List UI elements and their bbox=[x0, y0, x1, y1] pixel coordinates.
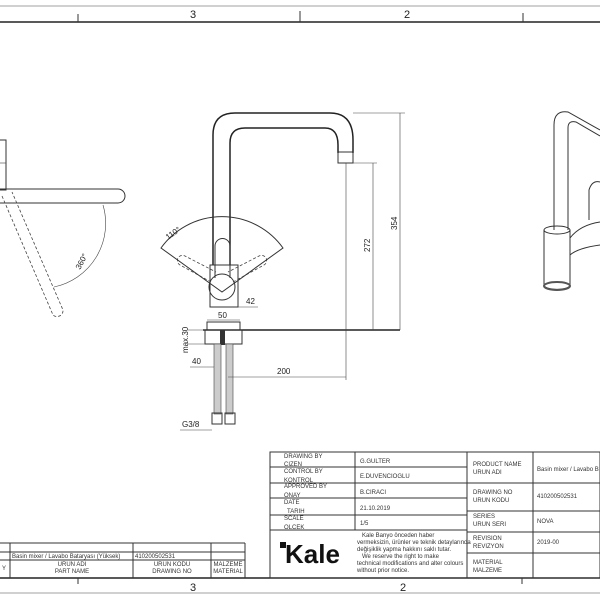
zone-label-bottom: 2 bbox=[400, 582, 406, 594]
svg-text:vermeksizin, ürünler ve teknik: vermeksizin, ürünler ve teknik detayları… bbox=[357, 540, 471, 546]
kale-logo: Kale bbox=[285, 539, 340, 569]
drawing-frame: 3 2 3 2 bbox=[0, 5, 600, 594]
part-name-value: Basin mixer / Lavabo Bataryası (Yüksek) bbox=[12, 554, 120, 560]
control-by-value: E.DUVENCIOGLU bbox=[360, 474, 410, 480]
drawing-by-value: G.GULTER bbox=[360, 459, 391, 465]
title-block: DRAWING BY CIZEN G.GULTER CONTROL BY KON… bbox=[269, 451, 600, 579]
revision-value: 2019-00 bbox=[537, 540, 560, 546]
front-view: 110° 354 272 200 42 50 max.30 40 G3/8 bbox=[160, 112, 405, 431]
date-label: TARIH bbox=[287, 509, 305, 515]
zone-label-top: 3 bbox=[190, 9, 196, 21]
spout-height-dim: 272 bbox=[363, 238, 372, 252]
material-label: MATERIAL bbox=[473, 560, 503, 566]
material-label: MALZEME bbox=[473, 568, 502, 574]
svg-text:değişiklik yapma hakkını saklı: değişiklik yapma hakkını saklı tutar. bbox=[357, 547, 451, 553]
series-label: URUN SERI bbox=[473, 522, 506, 528]
series-value: NOVA bbox=[537, 519, 554, 525]
approved-by-label: APPROVED BY bbox=[284, 484, 327, 490]
series-label: SERIES bbox=[473, 514, 495, 520]
parts-list: Basin mixer / Lavabo Bataryası (Yüksek) … bbox=[0, 542, 246, 578]
control-by-label: KONTROL bbox=[284, 478, 314, 484]
base-diameter-dim: 50 bbox=[218, 311, 227, 320]
product-name-label: URUN ADI bbox=[473, 470, 502, 476]
body-diameter-dim: 42 bbox=[246, 297, 255, 306]
scale-value: 1/5 bbox=[360, 521, 369, 527]
spout-reach-dim: 200 bbox=[277, 367, 291, 376]
parts-header-material: MALZEME bbox=[213, 562, 242, 568]
scale-label: SCALE bbox=[284, 516, 304, 522]
swivel-angle-label: 360° bbox=[74, 252, 90, 271]
parts-header-part-name: URUN ADI bbox=[58, 562, 87, 568]
approved-by-label: ONAY bbox=[284, 493, 301, 499]
parts-header-drawing-no: DRAWING NO bbox=[152, 569, 192, 575]
parts-header-part-name: PART NAME bbox=[55, 569, 89, 575]
logo-mark bbox=[280, 542, 286, 548]
connection-dim: G3/8 bbox=[182, 420, 200, 429]
revision-label: REVISION bbox=[473, 536, 502, 542]
notice-text: Kale Banyo önceden haber vermeksizin, ür… bbox=[356, 533, 471, 574]
lever-angle-label: 110° bbox=[164, 225, 182, 242]
drawing-no-label: DRAWING NO bbox=[473, 490, 513, 496]
drawing-no-value: 410200502531 bbox=[537, 494, 578, 500]
svg-text:Kale Banyo önceden haber: Kale Banyo önceden haber bbox=[362, 533, 434, 539]
svg-text:technical modifications and al: technical modifications and alter colour… bbox=[357, 561, 463, 567]
parts-header-cut: Y bbox=[2, 566, 6, 572]
approved-by-value: B.CIRACI bbox=[360, 490, 386, 496]
isometric-view bbox=[543, 111, 600, 291]
top-view: 360° bbox=[0, 139, 126, 317]
part-drawing-no-value: 410200502531 bbox=[135, 554, 176, 560]
product-name-label: PRODUCT NAME bbox=[473, 462, 522, 468]
date-value: 21.10.2019 bbox=[360, 506, 391, 512]
drawing-by-label: DRAWING BY bbox=[284, 454, 322, 460]
revision-label: REVIZYON bbox=[473, 544, 504, 550]
scale-label: OLCEK bbox=[284, 525, 304, 531]
svg-text:We reserve the right to make: We reserve the right to make bbox=[362, 554, 440, 560]
hole-diameter-dim: 40 bbox=[192, 357, 201, 366]
drawing-by-label: CIZEN bbox=[284, 462, 302, 468]
svg-text:without prior notice.: without prior notice. bbox=[356, 568, 409, 574]
total-height-dim: 354 bbox=[390, 216, 399, 230]
drawing-no-label: URUN KODU bbox=[473, 498, 509, 504]
zone-label-bottom: 3 bbox=[190, 582, 196, 594]
counter-thickness-dim: max.30 bbox=[181, 326, 190, 353]
date-label: DATE bbox=[284, 500, 300, 506]
parts-header-material: MATERIAL bbox=[213, 569, 243, 575]
control-by-label: CONTROL BY bbox=[284, 469, 323, 475]
zone-label-top: 2 bbox=[404, 9, 410, 21]
product-name-value: Basin mixer / Lavabo B bbox=[537, 467, 599, 473]
parts-header-drawing-no: URUN KODU bbox=[154, 562, 190, 568]
